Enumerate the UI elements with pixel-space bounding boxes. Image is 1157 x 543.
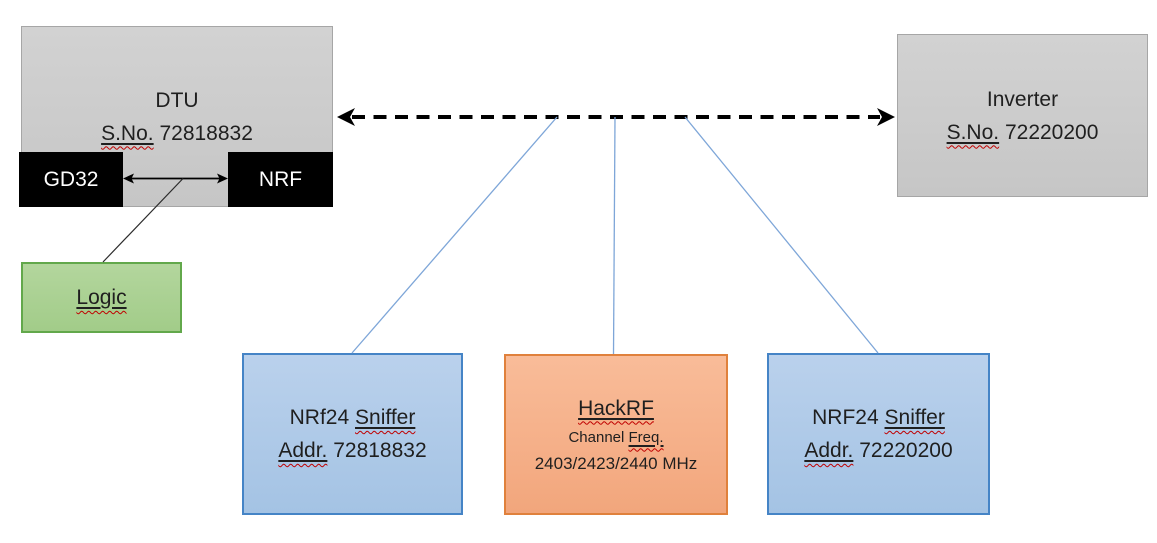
inverter-title: Inverter xyxy=(986,87,1059,111)
inverter-serial-value: 72220200 xyxy=(1004,120,1099,144)
rf-link-dashed-arrow xyxy=(337,108,895,126)
tap-line-hackrf xyxy=(612,116,616,355)
sniffer-left-node: NRf24 Sniffer Addr. 72818832 xyxy=(242,353,463,515)
nrf-chip: NRF xyxy=(228,152,333,207)
logic-node: Logic xyxy=(21,262,182,333)
dtu-serial-value: 72818832 xyxy=(159,121,253,145)
nrf-label: NRF xyxy=(258,168,303,191)
logic-label: Logic xyxy=(76,286,127,309)
inverter-serial: S.No. 72220200 xyxy=(947,116,1099,149)
arrowhead-right-icon xyxy=(877,108,895,126)
sniffer-right-node: NRF24 Sniffer Addr. 72220200 xyxy=(767,353,990,515)
gd32-label: GD32 xyxy=(43,168,99,191)
hackrf-title: HackRF xyxy=(578,396,654,420)
inverter-serial-label-underlined: S.No. xyxy=(946,120,1000,144)
arrowhead-left-icon xyxy=(337,108,355,126)
tap-line-sniffer-right xyxy=(684,116,879,354)
sniffer-right-title: NRF24 Sniffer xyxy=(812,406,945,429)
sniffer-right-address: Addr. 72220200 xyxy=(804,439,953,462)
tap-line-sniffer-left xyxy=(351,116,558,354)
sniffer-left-address: Addr. 72818832 xyxy=(278,439,427,462)
inverter-node: Inverter S.No. 72220200 xyxy=(897,34,1148,197)
hackrf-channel-label: Channel Freq. xyxy=(568,428,664,446)
dtu-serial: S.No. 72818832 xyxy=(101,117,253,150)
dtu-title: DTU xyxy=(155,88,199,112)
hackrf-node: HackRF Channel Freq. 2403/2423/2440 MHz xyxy=(504,354,728,515)
gd32-chip: GD32 xyxy=(19,152,123,207)
dtu-serial-label-underlined: S.No. xyxy=(101,121,154,145)
sniffer-left-title: NRf24 Sniffer xyxy=(289,406,416,429)
hackrf-frequencies: 2403/2423/2440 MHz xyxy=(534,453,698,473)
